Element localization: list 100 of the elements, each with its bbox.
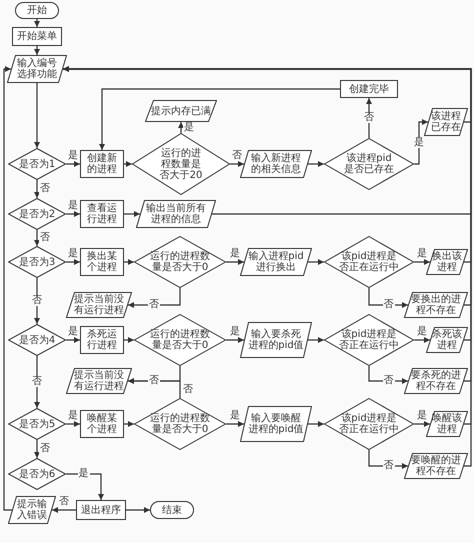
- arrow: [34, 180, 40, 198]
- decision-diamond: 是否为5: [8, 408, 66, 440]
- edge-label: 是: [67, 151, 79, 161]
- edge-label: 是: [416, 327, 428, 337]
- process-box: 创建新的进程: [80, 150, 124, 178]
- edge-label: 是: [229, 249, 241, 259]
- arrow: [66, 211, 80, 217]
- arrow: [226, 421, 244, 427]
- edge-label: 否: [39, 184, 51, 194]
- process-box: 杀死运行进程: [80, 326, 124, 354]
- process-box: 创建完毕: [340, 80, 398, 98]
- arrow: [308, 421, 324, 427]
- edge-label: 是: [229, 411, 241, 421]
- arrow: [128, 378, 181, 398]
- edge-label: 是: [67, 249, 79, 259]
- edge-label: 否: [363, 113, 375, 123]
- edge-label: 是: [229, 327, 241, 337]
- edge-label: 否: [31, 377, 43, 387]
- arrow: [3, 66, 12, 511]
- edge-label: 是: [413, 138, 425, 148]
- edge-label: 否: [148, 376, 160, 386]
- process-box: 退出程序: [76, 500, 126, 520]
- decision-diamond: 该pid进程是否正在运行中: [324, 398, 414, 450]
- arrow: [52, 507, 76, 513]
- arrow: [128, 288, 181, 308]
- io-parallelogram: 输入要杀死进程的pid值: [240, 322, 312, 358]
- process-box: 唤醒某个进程: [80, 410, 124, 438]
- process-box: 换出某个进程: [80, 248, 124, 276]
- arrow: [66, 337, 80, 343]
- arrow: [414, 421, 430, 427]
- edge-label: 否: [148, 300, 160, 310]
- edge-label: 否: [39, 444, 51, 454]
- arrow: [368, 450, 408, 469]
- arrow: [414, 337, 430, 343]
- process-box: 查看运行进程: [80, 200, 124, 228]
- io-parallelogram: 提示当前没有运行进程: [66, 292, 132, 318]
- arrow: [124, 211, 140, 217]
- edge-label: 是: [67, 327, 79, 337]
- arrow: [34, 83, 40, 148]
- io-parallelogram: 要换出的进程不存在: [404, 292, 468, 318]
- edge-label: 是: [416, 249, 428, 259]
- io-parallelogram: 该进程已存在: [424, 108, 468, 136]
- arrow: [368, 366, 408, 384]
- edge-label: 否: [31, 296, 43, 306]
- arrow: [414, 119, 428, 165]
- io-parallelogram: 输出当前所有进程的信息: [136, 200, 216, 228]
- decision-diamond: 是否为2: [8, 198, 66, 230]
- decision-diamond: 该pid进程是否正在运行中: [324, 314, 414, 366]
- edge-label: 是: [67, 201, 79, 211]
- decision-diamond: 该pid进程是否正在运行中: [324, 236, 414, 288]
- io-parallelogram: 要杀死的进程不存在: [404, 368, 468, 394]
- edge-label: 否: [382, 300, 394, 310]
- edge-label: 否: [39, 233, 51, 243]
- io-parallelogram: 唤醒该进程: [426, 411, 468, 437]
- io-parallelogram: 提示输入错误: [8, 496, 56, 524]
- io-parallelogram: 输入要唤醒进程的pid值: [240, 406, 312, 442]
- io-parallelogram: 要唤醒的进程不存在: [404, 453, 468, 479]
- edge-label: 否: [382, 376, 394, 386]
- arrow: [124, 161, 132, 167]
- edge-label: 是: [78, 469, 90, 479]
- arrow: [124, 421, 134, 427]
- decision-diamond: 运行的进程数量是否大于20: [132, 133, 230, 195]
- process-box: 开始菜单: [12, 27, 62, 46]
- edge-label: 否: [382, 461, 394, 471]
- io-parallelogram: 提示当前没有运行进程: [66, 368, 132, 394]
- io-parallelogram: 换出该进程: [426, 249, 468, 275]
- terminal-box: 开始: [15, 2, 59, 19]
- io-parallelogram: 提示内存已满: [145, 100, 217, 122]
- arrow: [66, 161, 80, 167]
- arrow: [308, 259, 324, 265]
- arrow: [34, 230, 40, 246]
- io-parallelogram: 杀死该进程: [426, 327, 468, 353]
- edge-label: 否: [231, 151, 243, 161]
- arrow: [226, 259, 244, 265]
- terminal-box: 结束: [150, 501, 194, 519]
- arrow: [308, 161, 324, 167]
- arrow: [66, 473, 104, 500]
- arrow: [226, 337, 244, 343]
- decision-diamond: 是否为3: [8, 246, 66, 278]
- decision-diamond: 是否为6: [8, 458, 66, 490]
- arrow: [414, 259, 430, 265]
- arrow: [34, 19, 40, 27]
- decision-diamond: 是否为1: [8, 148, 66, 180]
- io-parallelogram: 输入编号选择功能: [7, 55, 67, 83]
- arrow: [308, 337, 324, 343]
- arrow: [178, 122, 184, 133]
- edge-label: 否: [58, 497, 70, 507]
- arrow: [368, 288, 408, 308]
- arrow: [66, 259, 80, 265]
- arrow: [124, 337, 134, 343]
- edge-label: 是: [416, 411, 428, 421]
- decision-diamond: 是否为4: [8, 324, 66, 356]
- arrow: [99, 88, 340, 150]
- decision-diamond: 该进程pid是否已存在: [324, 138, 414, 190]
- decision-diamond: 运行的进程数量是否大于0: [134, 236, 226, 288]
- edge-label: 是: [67, 411, 79, 421]
- arrow: [34, 46, 40, 55]
- arrow: [124, 259, 134, 265]
- decision-diamond: 运行的进程数量是否大于0: [134, 398, 226, 450]
- edge-label: 是: [183, 122, 195, 132]
